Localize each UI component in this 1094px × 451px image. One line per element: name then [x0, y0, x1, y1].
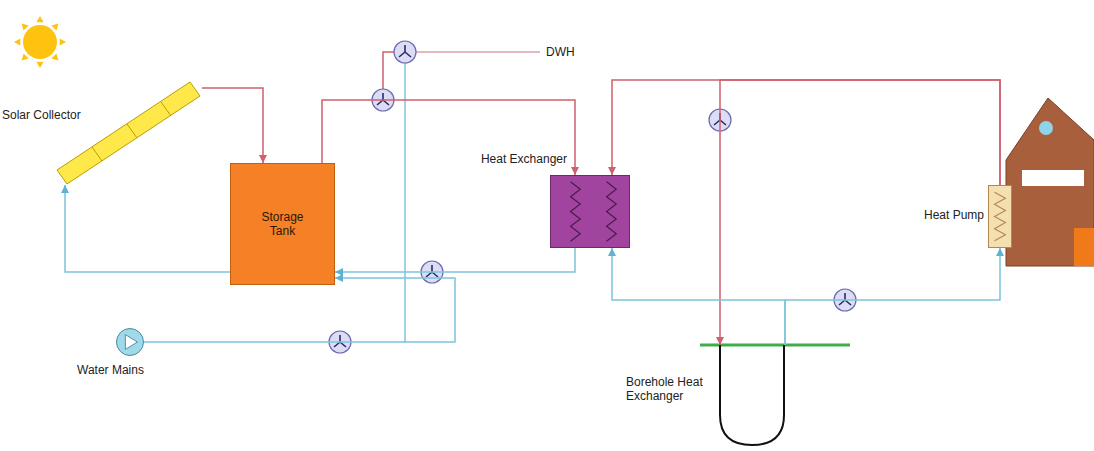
borehole-heat-exchanger-shape	[716, 345, 788, 448]
house-icon	[1006, 98, 1094, 266]
sun-ray	[36, 62, 43, 68]
heat-exchanger-shape	[551, 176, 629, 247]
house-window	[1022, 170, 1084, 186]
borehole-heat-exchanger: Borehole Heat Exchanger	[716, 345, 788, 448]
valves	[329, 41, 856, 353]
cold-water-pipe	[404, 63, 406, 342]
node-label: Heat Pump	[924, 208, 984, 222]
node-label: Heat Exchanger	[481, 152, 567, 166]
sun-ray	[14, 38, 20, 45]
sun-ray	[22, 53, 29, 60]
sun-ray	[60, 38, 66, 45]
node-label: Borehole Heat Exchanger	[626, 375, 710, 404]
solar-collector-shape	[55, 80, 202, 185]
sun-ray	[51, 24, 58, 31]
sun-ray	[51, 53, 58, 60]
valve-symbol	[394, 41, 416, 63]
pipe-connector	[612, 248, 785, 345]
pipe-connector	[144, 278, 455, 342]
pipe-connector	[202, 88, 263, 163]
sun-ray	[22, 24, 29, 31]
house-body	[1006, 98, 1094, 266]
hot-water-pipe	[383, 52, 394, 89]
pipe-connector	[322, 100, 575, 175]
node-label: Storage Tank	[253, 210, 313, 239]
outlet-label: DWH	[546, 45, 575, 59]
dwh-branch	[383, 52, 540, 342]
pipe-connector	[612, 80, 1000, 185]
water-mains-pump: Water Mains	[116, 328, 144, 356]
heat-exchanger: Heat Exchanger	[550, 175, 630, 248]
sun-disc	[23, 25, 57, 59]
ground-line	[700, 344, 850, 347]
sun-ray	[36, 16, 43, 22]
house-door	[1074, 228, 1094, 266]
heat-pump-shape	[989, 186, 1011, 247]
house-window-round	[1039, 121, 1053, 135]
pipe-connector	[335, 248, 575, 272]
heat-pump: Heat Pump	[988, 185, 1012, 248]
pipe-connector	[720, 80, 1000, 345]
storage-tank: Storage Tank	[230, 163, 335, 285]
node-label: Water Mains	[77, 363, 144, 377]
solar-collector: Solar Collector	[55, 80, 202, 185]
sun-rays	[14, 16, 66, 68]
pipe-connector	[785, 248, 1000, 345]
pipe-connector	[65, 185, 230, 272]
node-label: Solar Collector	[2, 108, 81, 122]
water-mains-pump-shape	[117, 329, 143, 355]
sun-icon	[14, 16, 66, 68]
hot-water-pipe	[416, 51, 540, 53]
